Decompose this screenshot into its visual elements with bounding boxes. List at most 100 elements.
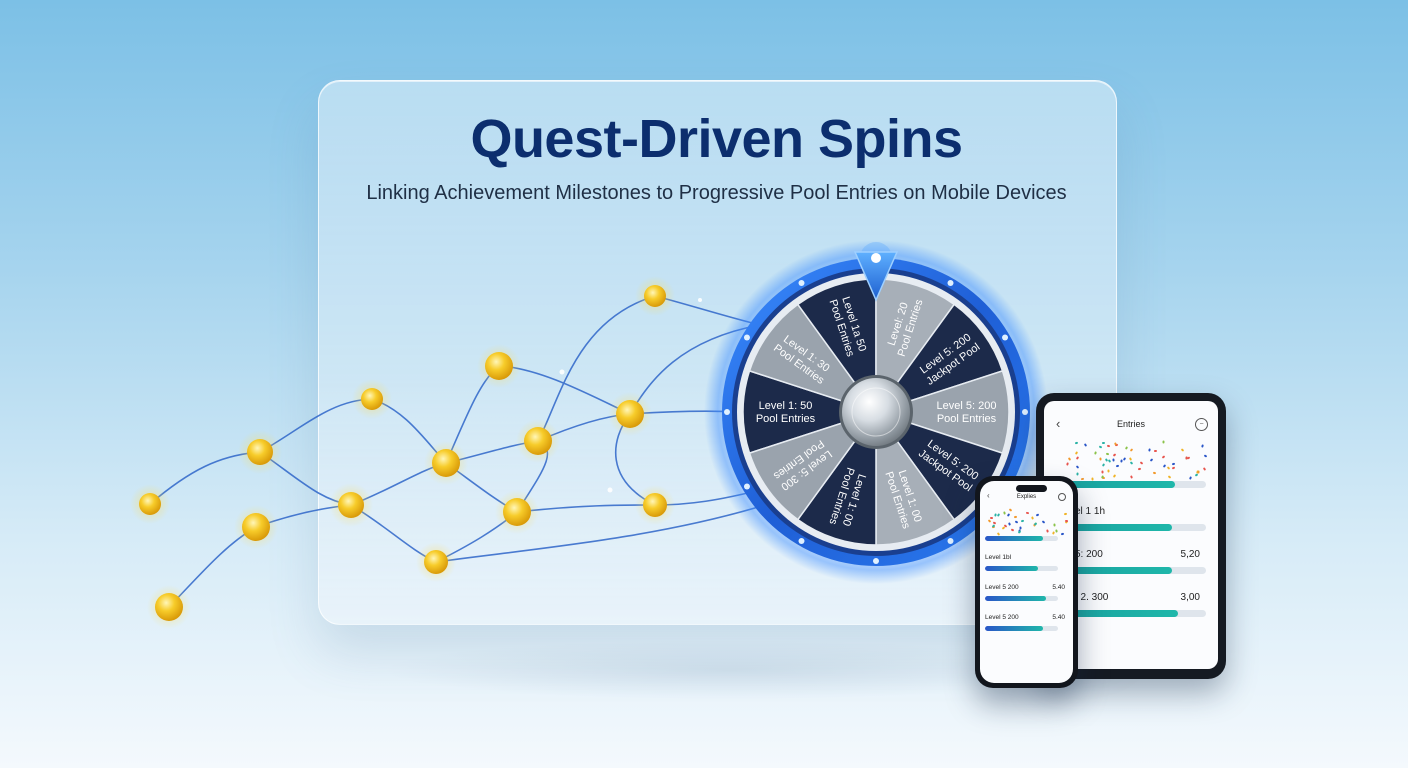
entry-row-label: el 2. 300: [1070, 592, 1109, 603]
confetti-piece: [1115, 464, 1119, 468]
chevron-left-icon[interactable]: ‹: [987, 491, 990, 500]
entry-progress-bar: [1066, 524, 1206, 531]
wheel-light-icon: [798, 538, 805, 545]
milestone-node-icon: [635, 276, 675, 316]
confetti-piece: [1112, 474, 1117, 478]
floor-shadow: [380, 640, 1080, 700]
milestone-node-icon: [238, 430, 282, 474]
confetti-piece: [1074, 441, 1079, 445]
milestone-node-icon: [608, 392, 652, 436]
entry-row-value: 5.40: [1052, 614, 1065, 621]
tablet-title: Entries: [1116, 419, 1145, 429]
minus-circle-icon[interactable]: −: [1195, 418, 1208, 431]
confetti-piece: [1101, 442, 1105, 445]
wheel-segment: [748, 410, 878, 521]
milestone-node-icon: [635, 485, 675, 525]
milestone-node-icon: [147, 585, 191, 629]
confetti-piece: [1130, 461, 1134, 466]
wheel-segment: [875, 409, 956, 546]
confetti-piece: [1025, 512, 1030, 515]
confetti-piece: [1120, 459, 1123, 463]
entry-row-label: Level 5 200: [985, 614, 1019, 621]
confetti-piece: [1130, 475, 1134, 480]
confetti-piece: [1099, 457, 1102, 461]
phone-title: Explies: [1016, 494, 1037, 500]
entry-progress-fill: [985, 536, 1044, 541]
confetti-piece: [1201, 444, 1205, 448]
confetti-piece: [1013, 515, 1018, 519]
confetti-piece: [1055, 529, 1058, 533]
confetti-piece: [1008, 508, 1012, 513]
wheel-light-icon: [1022, 409, 1028, 415]
entry-row-label: vel 1 1h: [1070, 506, 1106, 517]
wheel-pointer-icon: [853, 242, 899, 302]
wheel-segment: [748, 303, 878, 414]
confetti-piece: [1099, 445, 1103, 449]
entry-progress-bar: [985, 596, 1058, 601]
entry-progress-bar: [1066, 610, 1206, 617]
confetti-piece: [1041, 520, 1045, 525]
confetti-piece: [1166, 466, 1170, 470]
confetti-piece: [1149, 458, 1154, 462]
confetti-piece: [1015, 519, 1019, 524]
confetti-piece: [1053, 523, 1056, 527]
confetti-piece: [1171, 462, 1176, 466]
confetti-piece: [1060, 532, 1065, 536]
entry-progress-fill: [1066, 567, 1173, 574]
confetti-piece: [1107, 469, 1111, 473]
confetti-piece: [1129, 448, 1134, 453]
milestone-node-icon: [424, 441, 468, 485]
confetti-piece: [1185, 456, 1188, 460]
wheel-light-icon: [743, 483, 750, 490]
confetti-piece: [1180, 448, 1185, 453]
confetti-piece: [1101, 463, 1105, 468]
confetti-piece: [1203, 454, 1208, 458]
milestone-node-icon: [352, 379, 392, 419]
confetti-piece: [1076, 455, 1080, 460]
wheel-light-icon: [947, 538, 954, 545]
confetti-piece: [1080, 477, 1084, 481]
entry-progress-bar: [985, 626, 1058, 631]
confetti-piece: [1003, 511, 1006, 516]
confetti-piece: [1067, 457, 1072, 462]
milestone-node-icon: [495, 490, 539, 534]
minus-circle-icon[interactable]: [1058, 493, 1066, 501]
wheel-light-icon: [1002, 334, 1009, 341]
confetti-piece: [1074, 451, 1078, 456]
wheel-segment: [796, 409, 877, 546]
confetti-piece: [1124, 445, 1129, 450]
milestone-node-icon: [130, 484, 170, 524]
milestone-node-icon: [516, 419, 560, 463]
entry-row-label: l 5: 200: [1070, 549, 1103, 560]
entry-progress-bar: [1066, 567, 1206, 574]
milestone-node-icon: [416, 542, 456, 582]
chevron-left-icon[interactable]: ‹: [1056, 416, 1061, 431]
confetti-piece: [1112, 458, 1115, 463]
confetti-piece: [1007, 522, 1011, 526]
entry-row-value: 3,00: [1180, 592, 1200, 603]
confetti-piece: [1020, 519, 1024, 522]
confetti-piece: [1188, 476, 1192, 480]
entry-progress-fill: [1066, 610, 1178, 617]
confetti-piece: [1161, 455, 1166, 460]
network-spark-icon: [559, 298, 702, 493]
confetti-piece: [1148, 447, 1152, 452]
confetti-piece: [1010, 528, 1015, 532]
confetti-piece: [1162, 440, 1165, 444]
confetti-piece: [1063, 512, 1068, 516]
confetti-piece: [1139, 461, 1144, 465]
entry-progress-bar: [1066, 481, 1206, 488]
confetti-piece: [1122, 457, 1127, 461]
confetti-piece: [996, 512, 1001, 517]
confetti-piece: [987, 519, 992, 523]
confetti-piece: [1019, 526, 1022, 530]
page-subtitle: Linking Achievement Milestones to Progre…: [366, 182, 1067, 204]
confetti-piece: [1112, 453, 1117, 457]
milestone-node-icon: [329, 483, 373, 527]
confetti-piece: [1167, 475, 1171, 479]
confetti-piece: [1064, 519, 1068, 522]
entry-progress-fill: [985, 626, 1044, 631]
